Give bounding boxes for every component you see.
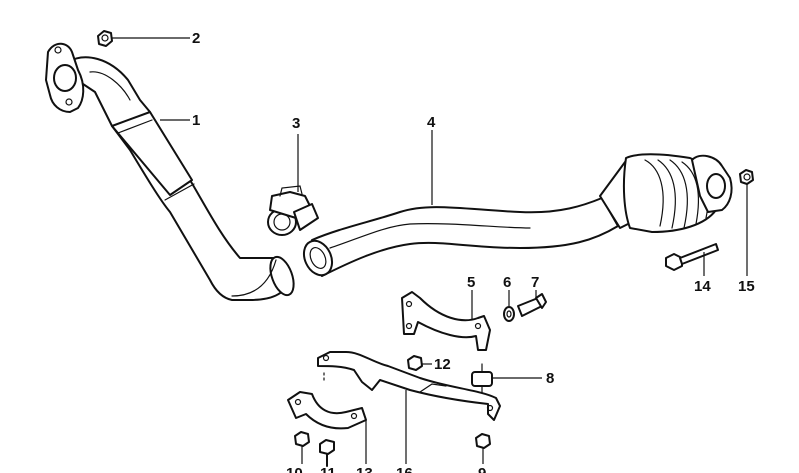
callout-4: 4 bbox=[427, 114, 436, 131]
nut-part-2[interactable] bbox=[97, 30, 113, 47]
callout-12: 12 bbox=[434, 356, 451, 373]
leader-lines bbox=[112, 37, 748, 464]
callout-5: 5 bbox=[467, 274, 475, 291]
callout-2: 2 bbox=[192, 30, 200, 47]
callout-14: 14 bbox=[694, 278, 711, 295]
washer-part-6[interactable] bbox=[503, 306, 515, 322]
callout-6: 6 bbox=[503, 274, 511, 291]
callout-8: 8 bbox=[546, 370, 554, 387]
callout-11: 11 bbox=[320, 465, 336, 473]
support-bracket-part-16[interactable] bbox=[317, 351, 501, 421]
bolt-part-7[interactable] bbox=[517, 293, 547, 317]
rubber-mount-part-8[interactable] bbox=[471, 363, 493, 395]
nut-part-10[interactable] bbox=[294, 431, 310, 447]
bolt-part-11[interactable] bbox=[319, 439, 335, 467]
callout-16: 16 bbox=[396, 465, 413, 473]
callout-9: 9 bbox=[478, 465, 486, 473]
callout-3: 3 bbox=[292, 115, 300, 132]
pipe-clamp-part[interactable] bbox=[267, 185, 319, 236]
callout-15: 15 bbox=[738, 278, 755, 295]
bracket-part-13[interactable] bbox=[287, 369, 367, 430]
callout-7: 7 bbox=[531, 274, 539, 291]
callout-1: 1 bbox=[192, 112, 200, 129]
nut-part-12[interactable] bbox=[407, 355, 423, 371]
catalytic-converter-part[interactable] bbox=[299, 153, 733, 280]
callout-10: 10 bbox=[286, 465, 303, 473]
bracket-part-5[interactable] bbox=[401, 291, 491, 351]
nut-part-9[interactable] bbox=[475, 433, 491, 449]
nut-part-15[interactable] bbox=[739, 169, 754, 185]
callout-13: 13 bbox=[356, 465, 373, 473]
bolt-part-14[interactable] bbox=[665, 243, 719, 271]
front-pipe-part[interactable] bbox=[45, 42, 298, 301]
